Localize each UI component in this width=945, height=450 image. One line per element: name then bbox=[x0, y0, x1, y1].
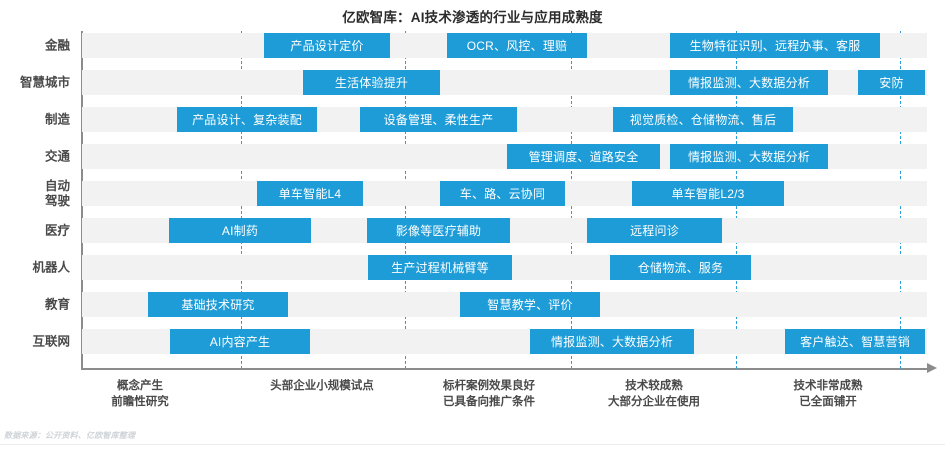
row-label-text: 机器人 bbox=[32, 260, 70, 274]
bar-segment[interactable]: 生产过程机械臂等 bbox=[368, 255, 512, 280]
bar-segment[interactable]: 产品设计定价 bbox=[264, 33, 390, 58]
row-label-text: 金融 bbox=[44, 38, 70, 52]
stage-label-1: 概念产生前瞻性研究 bbox=[111, 380, 169, 408]
bar-segment[interactable]: 生活体验提升 bbox=[303, 70, 440, 95]
bottom-divider bbox=[0, 444, 945, 445]
bar-segment[interactable]: 影像等医疗辅助 bbox=[367, 218, 510, 243]
bar-segment[interactable]: 管理调度、道路安全 bbox=[507, 144, 660, 169]
stage-label-2: 头部企业小规模试点 bbox=[270, 380, 374, 392]
bar-segment[interactable]: 车、路、云协同 bbox=[440, 181, 565, 206]
bar-segment[interactable]: AI内容产生 bbox=[170, 329, 310, 354]
stage-label-5: 技术非常成熟已全面铺开 bbox=[793, 380, 863, 408]
x-axis-arrow-icon bbox=[927, 363, 937, 373]
bar-segment[interactable]: 客户触达、智慧营销 bbox=[785, 329, 925, 354]
x-axis-line bbox=[81, 368, 929, 370]
bar-segment[interactable]: 安防 bbox=[858, 70, 925, 95]
source-footnote: 数据来源：公开资料、亿欧智库整理 bbox=[4, 431, 136, 440]
bar-segment[interactable]: AI制药 bbox=[169, 218, 311, 243]
bar-segment[interactable]: 单车智能L2/3 bbox=[632, 181, 784, 206]
bar-segment[interactable]: 视觉质检、仓储物流、售后 bbox=[613, 107, 793, 132]
row-label-text: 智慧城市 bbox=[19, 75, 70, 89]
bar-segment[interactable]: 产品设计、复杂装配 bbox=[177, 107, 317, 132]
bar-segment[interactable]: 情报监测、大数据分析 bbox=[530, 329, 694, 354]
bar-segment[interactable]: 情报监测、大数据分析 bbox=[670, 70, 828, 95]
row-label-text: 互联网 bbox=[32, 334, 70, 348]
bar-segment[interactable]: 基础技术研究 bbox=[148, 292, 288, 317]
bar-segment[interactable]: 仓储物流、服务 bbox=[610, 255, 751, 280]
page-title: 亿欧智库：AI技术渗透的行业与应用成熟度 bbox=[342, 10, 603, 25]
row-label-text: 制造 bbox=[44, 112, 70, 126]
row-label-text: 医疗 bbox=[44, 223, 70, 237]
bar-segment[interactable]: 智慧教学、评价 bbox=[460, 292, 600, 317]
bar-segment[interactable]: 设备管理、柔性生产 bbox=[360, 107, 517, 132]
stage-label-3: 标杆案例效果良好已具备向推广条件 bbox=[443, 380, 535, 408]
bar-segment[interactable]: 情报监测、大数据分析 bbox=[670, 144, 828, 169]
row-label-text: 教育 bbox=[44, 297, 70, 311]
row-label-text: 自动驾驶 bbox=[44, 178, 70, 208]
bar-segment[interactable]: 生物特征识别、远程办事、客服 bbox=[670, 33, 880, 58]
bar-segment[interactable]: 单车智能L4 bbox=[257, 181, 363, 206]
row-label-text: 交通 bbox=[44, 149, 70, 163]
stage-label-4: 技术较成熟大部分企业在使用 bbox=[608, 380, 700, 408]
bar-segment[interactable]: OCR、风控、理赔 bbox=[447, 33, 587, 58]
bar-segment[interactable]: 远程问诊 bbox=[587, 218, 722, 243]
